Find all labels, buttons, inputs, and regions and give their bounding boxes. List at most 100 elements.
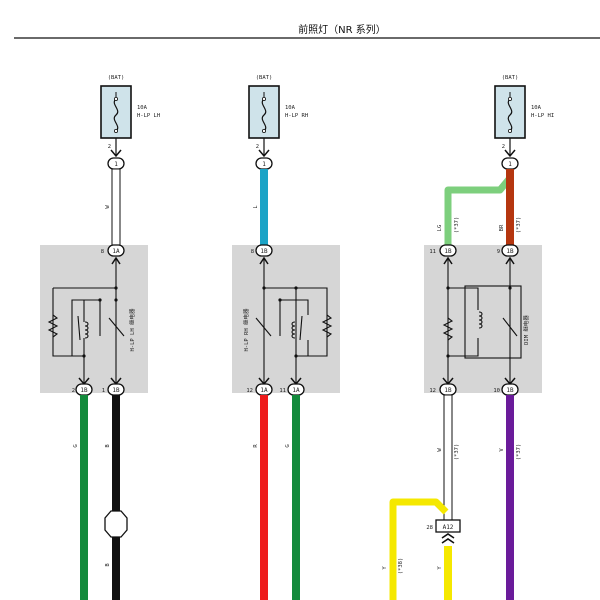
junction-dot xyxy=(82,354,86,358)
connector-label: 1 xyxy=(508,161,512,168)
fuse-rating: 10A xyxy=(531,105,542,111)
wire-v-bottom: V (*37) xyxy=(499,395,522,600)
wire-note: (*37) xyxy=(516,444,522,461)
wire-label: Y xyxy=(382,566,388,570)
junction-dot xyxy=(508,286,512,290)
wire-br-top: BR (*37) xyxy=(499,169,522,245)
connector-label: 1 xyxy=(262,161,266,168)
connector-label: 1A xyxy=(112,248,120,255)
wire-label: B xyxy=(105,444,111,448)
pin-number: 12 xyxy=(246,388,253,394)
pin-number: 8 xyxy=(101,249,104,255)
wire-w-top: W xyxy=(105,168,121,246)
connector-a12: 28 A12 xyxy=(426,519,461,544)
fuse-element-icon xyxy=(261,98,267,132)
wire-note: (*37) xyxy=(516,217,522,234)
junction-dot xyxy=(114,298,118,302)
relay-circuit xyxy=(442,258,522,385)
junction-dot xyxy=(262,286,266,290)
connector-box xyxy=(435,519,461,533)
wire-note: (*38) xyxy=(398,558,404,575)
fuse-terminal xyxy=(114,128,119,133)
relay-h-lp-lh: 8 1A H-LP LH 继电器 2 1B 1 xyxy=(40,244,148,396)
junction-dot xyxy=(294,286,298,290)
relay-circuit xyxy=(47,258,125,385)
wire-label: R xyxy=(253,444,259,448)
junction-dot xyxy=(446,286,450,290)
relay-box xyxy=(40,245,148,393)
pin-number: 11 xyxy=(429,249,436,255)
pin-number: 9 xyxy=(497,249,500,255)
fuse-name: H-LP RH xyxy=(285,113,308,119)
connector-label: 1B xyxy=(444,387,452,394)
wire-r-bottom: R xyxy=(253,395,268,600)
wire-label: W xyxy=(105,205,111,209)
wire-label: V xyxy=(499,448,505,452)
pin-number: 1 xyxy=(102,388,105,394)
wire-label: Y xyxy=(437,566,443,570)
connector-pill xyxy=(439,244,457,257)
fuse-name: H-LP HI xyxy=(531,113,554,119)
fuse-element-icon xyxy=(113,98,119,132)
pin-number: 10 xyxy=(493,388,500,394)
wire-label: B xyxy=(105,563,111,567)
connector-pill xyxy=(501,244,519,257)
connector-label: 1B xyxy=(260,248,268,255)
wire-y-bottom: Y xyxy=(437,546,452,600)
fuse-terminal xyxy=(114,97,119,102)
relay-dim: 11 1B 9 1B DIM 继电器 12 1B 10 1B xyxy=(424,244,542,396)
chevron-up-icon xyxy=(441,538,455,544)
pin-number: 11 xyxy=(279,388,286,394)
wire-note: (*37) xyxy=(454,217,460,234)
wire-lg-top: LG (*37) xyxy=(437,175,513,245)
connector-label: 1A xyxy=(260,387,268,394)
wire-w-bottom: W (*37) xyxy=(437,394,460,521)
wire-g-bottom-2: G xyxy=(285,395,300,600)
wire-l-top: L xyxy=(253,169,268,245)
relay-box xyxy=(232,245,340,393)
wire-label: BR xyxy=(499,224,505,231)
junction-dot xyxy=(114,286,118,290)
wire-note: (*37) xyxy=(454,444,460,461)
wire-b-bottom-1: B B xyxy=(104,395,128,600)
fuse-terminal xyxy=(261,97,266,102)
relay-h-lp-rh: 8 1B H-LP RH 继电器 12 1A 11 1A xyxy=(232,244,340,396)
chevron-up-icon xyxy=(441,533,455,539)
connector-label: 1A xyxy=(292,387,300,394)
connector-label: 1B xyxy=(80,387,88,394)
fuse-name: H-LP LH xyxy=(137,113,160,119)
pin-number: 12 xyxy=(429,388,436,394)
fuse-source-label: (BAT) xyxy=(502,75,519,81)
connector-chevron-icon xyxy=(258,149,270,158)
connector-pill xyxy=(255,244,273,257)
fuse-terminal xyxy=(507,128,512,133)
connector-label: A12 xyxy=(443,524,454,531)
fuse-element-icon xyxy=(507,98,513,132)
connector-label: 1B xyxy=(506,387,514,394)
wire-label: G xyxy=(73,444,79,447)
connector-label: 1B xyxy=(112,387,120,394)
relay-name: DIM 继电器 xyxy=(522,315,530,345)
pin-number: 8 xyxy=(251,249,254,255)
junction-dot xyxy=(446,354,450,358)
relay-name: H-LP RH 继电器 xyxy=(242,308,250,351)
diagram-title: 前照灯（NR 系列） xyxy=(298,23,386,36)
junction-dot xyxy=(278,298,282,302)
wire-label: G xyxy=(285,444,291,447)
connector-chevron-icon xyxy=(504,149,516,158)
connector-label: 1B xyxy=(506,248,514,255)
connector-label: 1 xyxy=(114,161,118,168)
fuse-pin: 2 xyxy=(256,144,259,150)
pin-number: 2 xyxy=(72,388,75,394)
junction-dot xyxy=(98,298,102,302)
fuse-terminal xyxy=(261,128,266,133)
connector-pill xyxy=(107,244,125,257)
splice-point-icon xyxy=(104,510,128,538)
connector-label: 1B xyxy=(444,248,452,255)
fuse-source-label: (BAT) xyxy=(108,75,125,81)
fuse-rating: 10A xyxy=(137,105,148,111)
junction-dot xyxy=(294,354,298,358)
relay-name: H-LP LH 继电器 xyxy=(128,308,136,351)
fuse-pin: 2 xyxy=(502,144,505,150)
